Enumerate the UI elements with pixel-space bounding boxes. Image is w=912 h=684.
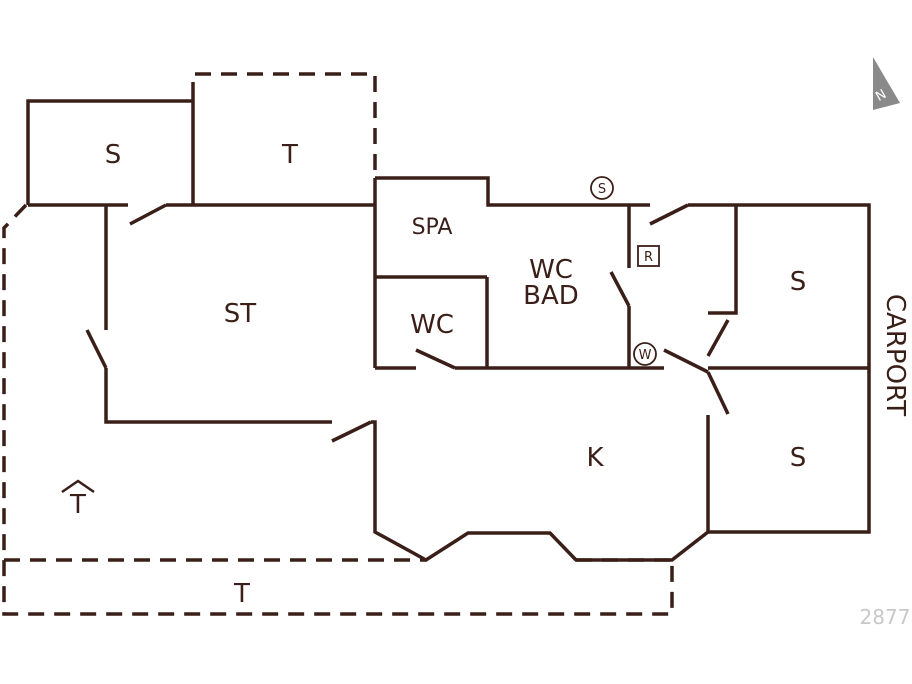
- room-label-kitchen: K: [586, 443, 604, 473]
- room-label-terrace-top: T: [281, 140, 298, 170]
- north-arrow-icon: N: [873, 57, 900, 110]
- room-label-terrace-bottom: T: [233, 579, 250, 609]
- room-label-wc-bad-line2: BAD: [523, 281, 579, 311]
- r-square-icon: R: [637, 245, 660, 267]
- room-label-bedroom-right-bottom: S: [790, 443, 807, 473]
- entrance-label: T: [69, 490, 86, 520]
- w-circle-icon: W: [633, 342, 657, 366]
- w-circle-label: W: [639, 348, 652, 363]
- room-label-spa: SPA: [412, 215, 453, 240]
- doors: [85, 203, 730, 443]
- walls: [26, 98, 871, 563]
- s-circle-label: S: [598, 182, 606, 197]
- room-label-living: ST: [224, 299, 257, 329]
- s-circle-icon: S: [590, 176, 614, 200]
- room-label-bedroom-right-top: S: [790, 267, 807, 297]
- image-id-label: 2877: [860, 605, 911, 629]
- room-label-bedroom-top-left: S: [105, 140, 122, 170]
- r-square-label: R: [644, 250, 653, 265]
- room-label-wc-bad-line1: WC: [529, 255, 573, 285]
- entrance-icon: T: [61, 479, 95, 520]
- room-label-wc: WC: [410, 310, 454, 340]
- dashed-outline-top-terrace: [191, 72, 377, 180]
- room-label-carport: CARPORT: [880, 294, 910, 416]
